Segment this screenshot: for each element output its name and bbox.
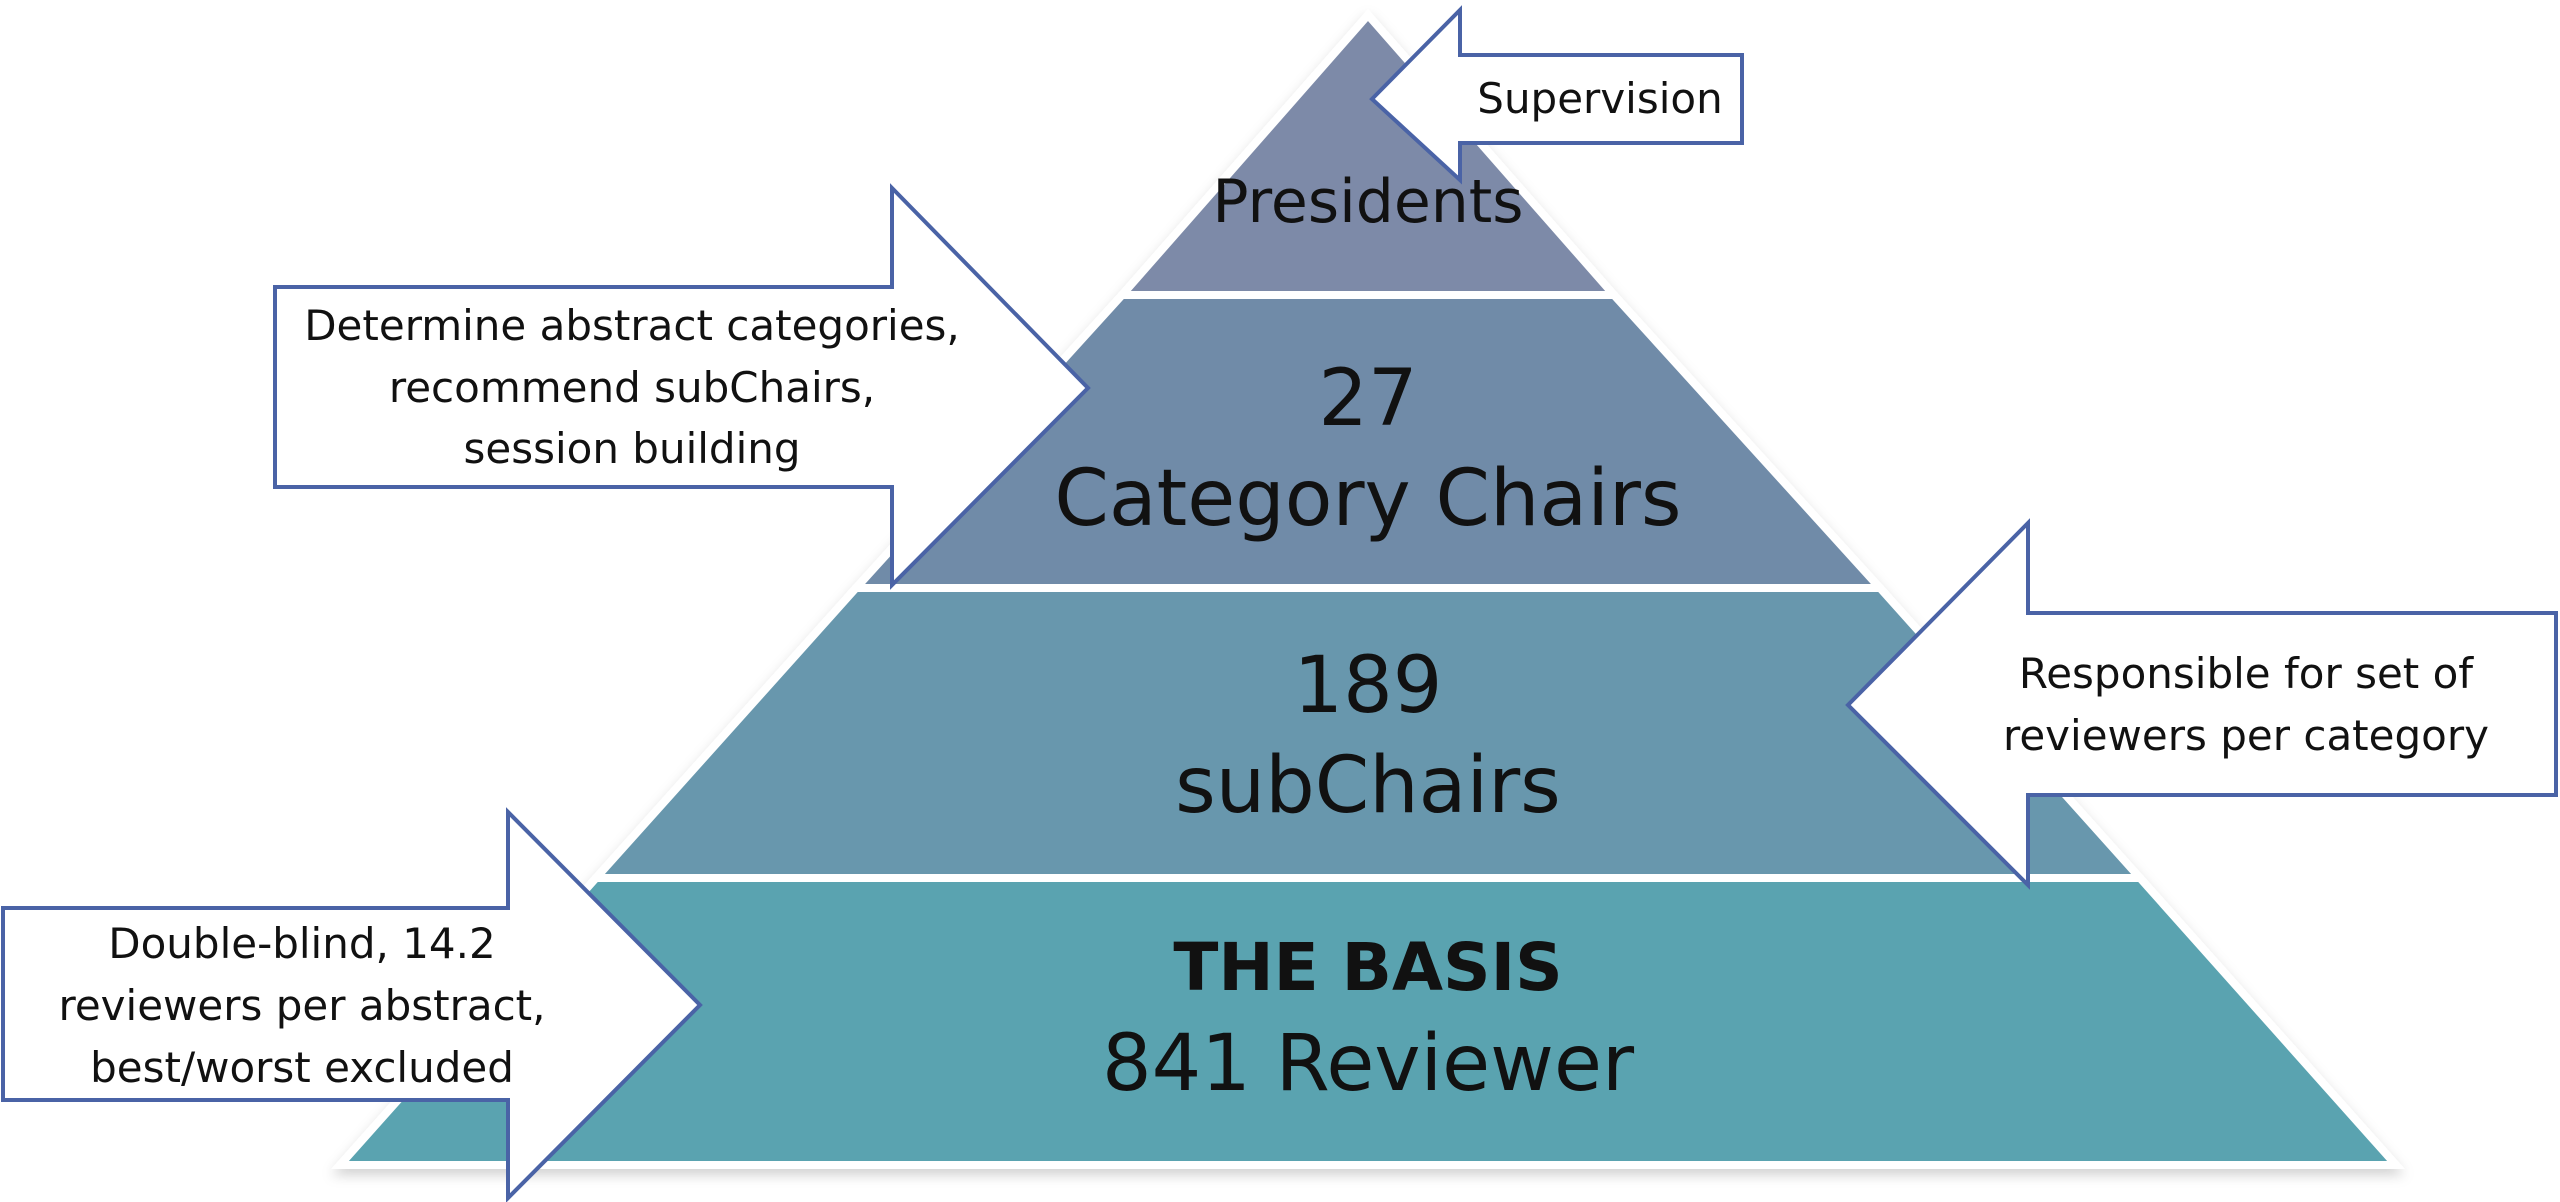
pyramid (331, 8, 2405, 1169)
supervision-text: Supervision (1477, 74, 1722, 123)
category-chairs-text-line-2: recommend subChairs, (389, 363, 875, 412)
subchairs-arrow (1845, 518, 2558, 890)
category-chairs-count: 27 (1318, 354, 1417, 444)
basis-text-line-2: reviewers per abstract, (58, 981, 545, 1030)
presidents-label: Presidents (1212, 167, 1523, 237)
basis-arrow (1, 807, 703, 1202)
basis-text-line-3: best/worst excluded (90, 1043, 514, 1092)
category-chairs-text-line-1: Determine abstract categories, (304, 301, 960, 350)
category-chairs-arrow (273, 183, 1091, 590)
callout-category-chairs: Determine abstract categories, recommend… (273, 183, 1091, 590)
subchairs-count: 189 (1294, 641, 1443, 731)
callout-basis: Double-blind, 14.2 reviewers per abstrac… (1, 807, 703, 1202)
subchairs-text-line-1: Responsible for set of (2019, 649, 2474, 698)
supervision-arrow (1369, 5, 1744, 185)
subchairs-label: subChairs (1175, 741, 1561, 831)
category-chairs-label: Category Chairs (1054, 454, 1681, 544)
callout-subchairs: Responsible for set of reviewers per cat… (1845, 518, 2558, 890)
callout-supervision: Supervision (1369, 5, 1744, 185)
basis-text-line-1: Double-blind, 14.2 (108, 919, 495, 968)
tier-labels: Presidents 27 Category Chairs 189 subCha… (1054, 167, 1681, 1109)
basis-heading: THE BASIS (1173, 929, 1562, 1006)
category-chairs-text-line-3: session building (463, 424, 800, 473)
basis-reviewer-count: 841 Reviewer (1102, 1019, 1635, 1109)
subchairs-text-line-2: reviewers per category (2003, 711, 2489, 760)
